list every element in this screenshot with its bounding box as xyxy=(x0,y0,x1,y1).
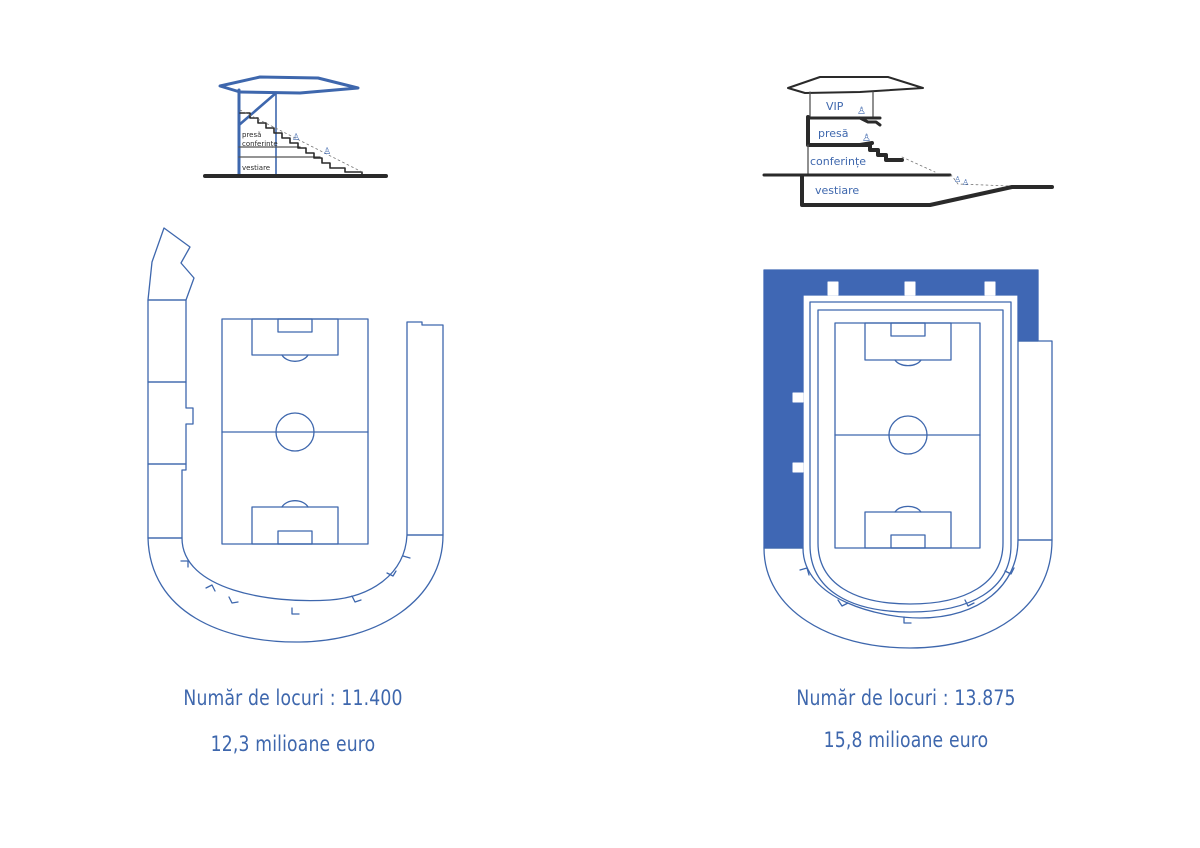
right-seat-count: Număr de locuri : 13.875 xyxy=(796,686,1016,710)
spectator-icon: ♙ xyxy=(323,147,331,157)
right-cross-section: ♙ ♙ ♙ ♙ VIP presă conferințe vestiare xyxy=(762,76,1054,207)
label-press: presă xyxy=(242,131,261,139)
new-stands-area xyxy=(763,269,1039,549)
left-cross-section: ♙ ♙ presă conferințe vestiare xyxy=(203,75,388,178)
left-football-pitch xyxy=(221,318,369,545)
spectator-icon: ♙ xyxy=(857,106,866,117)
label-conferences: conferințe xyxy=(810,155,866,168)
left-stadium-plan xyxy=(147,227,444,643)
spectator-icon: ♙ xyxy=(292,133,300,143)
label-vip: VIP xyxy=(826,100,844,113)
right-football-pitch xyxy=(834,322,981,549)
right-stadium-plan xyxy=(763,269,1053,649)
right-cost: 15,8 milioane euro xyxy=(823,728,989,752)
left-seat-count: Număr de locuri : 11.400 xyxy=(183,686,403,710)
spectator-icon: ♙ xyxy=(862,133,871,144)
label-press: presă xyxy=(818,127,849,140)
spectator-icon: ♙ xyxy=(962,178,969,187)
spectator-icon: ♙ xyxy=(954,175,961,184)
label-conferences: conferințe xyxy=(242,140,278,149)
label-changing-rooms: vestiare xyxy=(815,184,859,197)
label-changing-rooms: vestiare xyxy=(242,164,270,172)
left-cost: 12,3 milioane euro xyxy=(210,732,376,756)
